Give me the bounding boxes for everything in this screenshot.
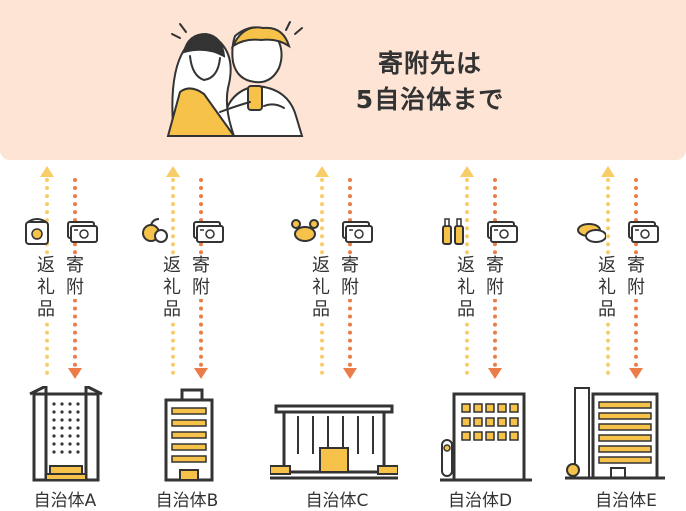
gift-label-char: 品 — [312, 299, 330, 320]
gift-arrow-head — [40, 166, 54, 177]
donation-arrow-head — [194, 368, 208, 379]
gift-label: 返礼品 — [160, 255, 184, 321]
donation-label-char: 附 — [192, 277, 210, 298]
headline-line-2: 5自治体まで — [355, 85, 505, 114]
donation-label-char: 寄 — [627, 255, 645, 276]
headline-line-1: 寄附先は — [377, 49, 482, 78]
donation-label-char: 附 — [486, 277, 504, 298]
header-banner: 寄附先は 5自治体まで — [0, 0, 686, 160]
gift-label-char: 返 — [598, 255, 616, 276]
gift-label-char: 礼 — [312, 277, 330, 298]
fruit-icon — [142, 218, 168, 243]
donation-label: 寄附 — [63, 255, 87, 299]
scallop-icon — [577, 223, 606, 243]
donation-label-char: 寄 — [66, 255, 84, 276]
municipality-label: 自治体A — [33, 491, 97, 511]
multi-story-building-icon — [565, 387, 665, 480]
donation-arrow-head — [68, 368, 82, 379]
gift-label-char: 返 — [457, 255, 475, 276]
tall-office-building-icon — [29, 386, 103, 482]
flow-column: 返礼品寄附 — [0, 160, 686, 390]
gift-arrow-head — [166, 166, 180, 177]
money-stack-icon — [487, 221, 518, 243]
gift-label: 返礼品 — [454, 255, 478, 321]
money-stack-icon — [67, 221, 98, 243]
donation-arrow-head — [629, 368, 643, 379]
municipality-label: 自治体B — [155, 491, 219, 511]
donation-label-char: 寄 — [341, 255, 359, 276]
donation-label: 寄附 — [624, 255, 648, 299]
donation-label: 寄附 — [338, 255, 362, 299]
gift-label-char: 礼 — [37, 277, 55, 298]
gift-label-char: 礼 — [457, 277, 475, 298]
office-building-icon — [440, 392, 532, 482]
rice-bag-icon — [25, 218, 49, 245]
crab-icon — [291, 219, 319, 242]
bottles-icon — [442, 218, 464, 245]
flow-column: 返礼品寄附 — [0, 160, 686, 390]
gift-label-char: 礼 — [163, 277, 181, 298]
gift-label-char: 品 — [457, 299, 475, 320]
gift-arrow-head — [315, 166, 329, 177]
donation-label-char: 寄 — [486, 255, 504, 276]
donation-arrow-head — [343, 368, 357, 379]
gift-label: 返礼品 — [309, 255, 333, 321]
apartment-building-icon — [164, 388, 214, 482]
city-hall-icon — [270, 404, 398, 480]
donation-label: 寄附 — [189, 255, 213, 299]
flow-column: 返礼品寄附 — [0, 160, 686, 390]
gift-label-char: 品 — [37, 299, 55, 320]
donation-label-char: 附 — [627, 277, 645, 298]
gift-label-char: 返 — [163, 255, 181, 276]
gift-label-char: 品 — [163, 299, 181, 320]
flow-column: 返礼品寄附 — [0, 160, 686, 390]
gift-label-char: 返 — [312, 255, 330, 276]
flow-column: 返礼品寄附 — [0, 160, 686, 390]
donation-label-char: 附 — [341, 277, 359, 298]
donation-arrow-head — [488, 368, 502, 379]
municipality-label: 自治体E — [595, 491, 657, 511]
gift-arrow-head — [601, 166, 615, 177]
donation-label-char: 寄 — [192, 255, 210, 276]
gift-label-char: 返 — [37, 255, 55, 276]
municipality-label: 自治体C — [305, 491, 369, 511]
municipality-label: 自治体D — [447, 491, 513, 511]
gift-label: 返礼品 — [595, 255, 619, 321]
money-stack-icon — [628, 221, 659, 243]
gift-label-char: 礼 — [598, 277, 616, 298]
money-stack-icon — [193, 221, 224, 243]
gift-label: 返礼品 — [34, 255, 58, 321]
gift-label-char: 品 — [598, 299, 616, 320]
headline: 寄附先は 5自治体まで — [350, 46, 510, 118]
donation-label-char: 附 — [66, 277, 84, 298]
donation-label: 寄附 — [483, 255, 507, 299]
money-stack-icon — [342, 221, 373, 243]
gift-arrow-head — [460, 166, 474, 177]
couple-with-smartphone-icon — [166, 21, 304, 137]
